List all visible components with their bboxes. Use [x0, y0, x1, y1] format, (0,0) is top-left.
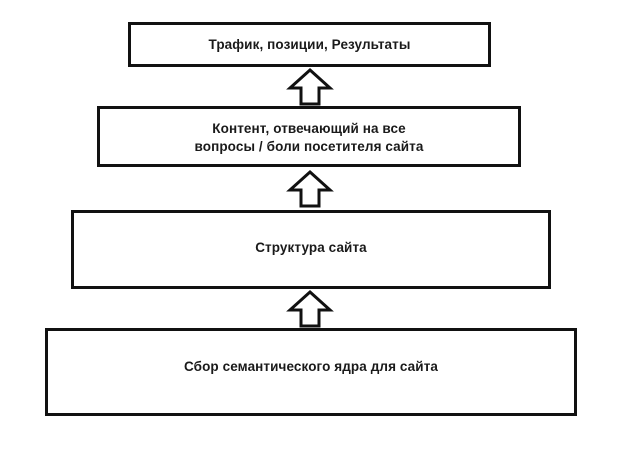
- flow-node-results-label: Трафик, позиции, Результаты: [208, 36, 411, 52]
- arrow-up-icon: [286, 289, 334, 328]
- arrow-up-icon: [286, 169, 334, 208]
- flow-node-content-label: Контент, отвечающий на все вопросы / бол…: [194, 120, 424, 154]
- flow-node-semantics-label: Сбор семантического ядра для сайта: [183, 359, 439, 374]
- flow-node-structure-label: Структура сайта: [255, 240, 367, 255]
- flow-node-semantics: Сбор семантического ядра для сайта: [45, 328, 577, 416]
- flow-node-results: Трафик, позиции, Результаты: [128, 22, 491, 67]
- arrow-up-icon: [286, 67, 334, 106]
- flow-node-content: Контент, отвечающий на все вопросы / бол…: [97, 106, 521, 167]
- flow-node-structure: Структура сайта: [71, 210, 551, 289]
